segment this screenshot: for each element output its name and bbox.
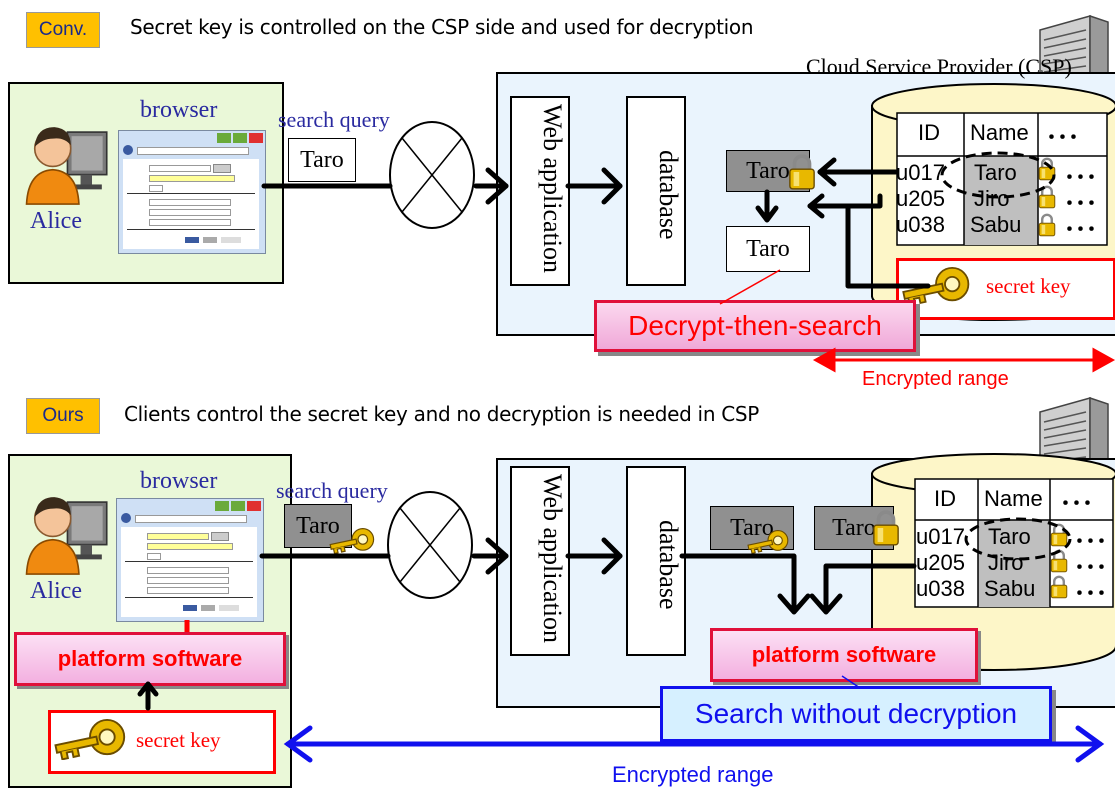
- conv-browser-label: browser: [140, 97, 218, 123]
- conv-col-id: ID: [918, 120, 940, 145]
- conv-secret-key-label: secret key: [986, 274, 1071, 298]
- conv-row-name: Taro: [974, 160, 1017, 185]
- ours-highlight-ellipse: [964, 517, 1072, 561]
- conv-database-label: database: [654, 150, 683, 240]
- ours-row-name: Taro: [988, 524, 1031, 549]
- conv-heading: Secret key is controlled on the CSP side…: [130, 15, 754, 39]
- conv-row-id: u017: [896, 160, 945, 185]
- ours-callout: Search without decryption: [660, 686, 1052, 742]
- ours-table-grid: [914, 478, 1114, 608]
- ours-query-label: search query: [276, 478, 388, 503]
- ours-csp-platform: platform software: [710, 628, 978, 682]
- close-icon: [249, 133, 263, 143]
- conv-table-grid: [896, 112, 1108, 246]
- conv-web-app-label: Web application: [538, 104, 567, 274]
- ours-web-app-box: [510, 466, 570, 656]
- ours-row-id: u205: [916, 550, 965, 575]
- conv-row-name: Sabu: [970, 212, 1022, 237]
- ours-row-id: u038: [916, 576, 965, 601]
- ours-col-name: Name: [984, 486, 1043, 511]
- maximize-icon: [233, 133, 247, 143]
- ours-client-platform: platform software: [14, 632, 286, 686]
- minimize-icon: [215, 501, 229, 511]
- ours-col-more: ･･･: [1060, 491, 1094, 516]
- ours-database-box: [626, 466, 686, 656]
- conv-row-name: Jiro: [974, 186, 1010, 211]
- ours-heading: Clients control the secret key and no de…: [124, 402, 760, 426]
- ours-row-name: Jiro: [988, 550, 1024, 575]
- ours-query-box: Taro: [284, 504, 352, 548]
- conv-web-app-box: [510, 96, 570, 286]
- ours-row-more: ･･･: [1074, 555, 1108, 580]
- conv-highlight-ellipse: [940, 151, 1056, 199]
- conv-tag: Conv.: [26, 12, 100, 48]
- ours-range-label: Encrypted range: [612, 762, 774, 787]
- maximize-icon: [231, 501, 245, 511]
- conv-network-node: [389, 121, 475, 229]
- conv-row-more: ･･･: [1064, 191, 1098, 216]
- ours-web-app-label: Web application: [538, 474, 567, 644]
- conv-callout: Decrypt-then-search: [594, 300, 916, 352]
- conv-database-box: [626, 96, 686, 286]
- conv-decrypted-taro: Taro: [726, 226, 810, 272]
- ours-alice-label: Alice: [30, 578, 82, 604]
- ours-row-name: Sabu: [984, 576, 1036, 601]
- ours-row-more: ･･･: [1074, 581, 1108, 606]
- conv-row-id: u205: [896, 186, 945, 211]
- conv-query-box: Taro: [288, 138, 356, 182]
- conv-alice-label: Alice: [30, 208, 82, 234]
- ours-tag: Ours: [26, 398, 100, 434]
- ours-database-label: database: [654, 520, 683, 610]
- ours-row-more: ･･･: [1074, 529, 1108, 554]
- conv-row-more: ･･･: [1064, 165, 1098, 190]
- conv-csp-title: Cloud Service Provider (CSP): [806, 54, 1072, 79]
- conv-range-label: Encrypted range: [862, 368, 1009, 390]
- conv-row-more: ･･･: [1064, 217, 1098, 242]
- conv-browser-window: [118, 130, 266, 254]
- ours-db-table: ID Name ･･･ u017 Taro ･･･ u205 Jiro ･･･ …: [914, 478, 1114, 608]
- conv-row-id: u038: [896, 212, 945, 237]
- conv-query-label: search query: [278, 107, 390, 132]
- ours-network-node: [387, 491, 473, 599]
- conv-col-more: ･･･: [1046, 125, 1080, 150]
- conv-db-table: ID Name ･･･ u017 Taro ･･･ u205 Jiro ･･･ …: [896, 112, 1108, 246]
- ours-browser-window: [116, 498, 264, 622]
- ours-col-id: ID: [934, 486, 956, 511]
- conv-arrows: [261, 157, 1115, 373]
- ours-row-id: u017: [916, 524, 965, 549]
- close-icon: [247, 501, 261, 511]
- ours-secret-key-label: secret key: [136, 728, 221, 752]
- ours-browser-label: browser: [140, 468, 218, 494]
- conv-col-name: Name: [970, 120, 1029, 145]
- minimize-icon: [217, 133, 231, 143]
